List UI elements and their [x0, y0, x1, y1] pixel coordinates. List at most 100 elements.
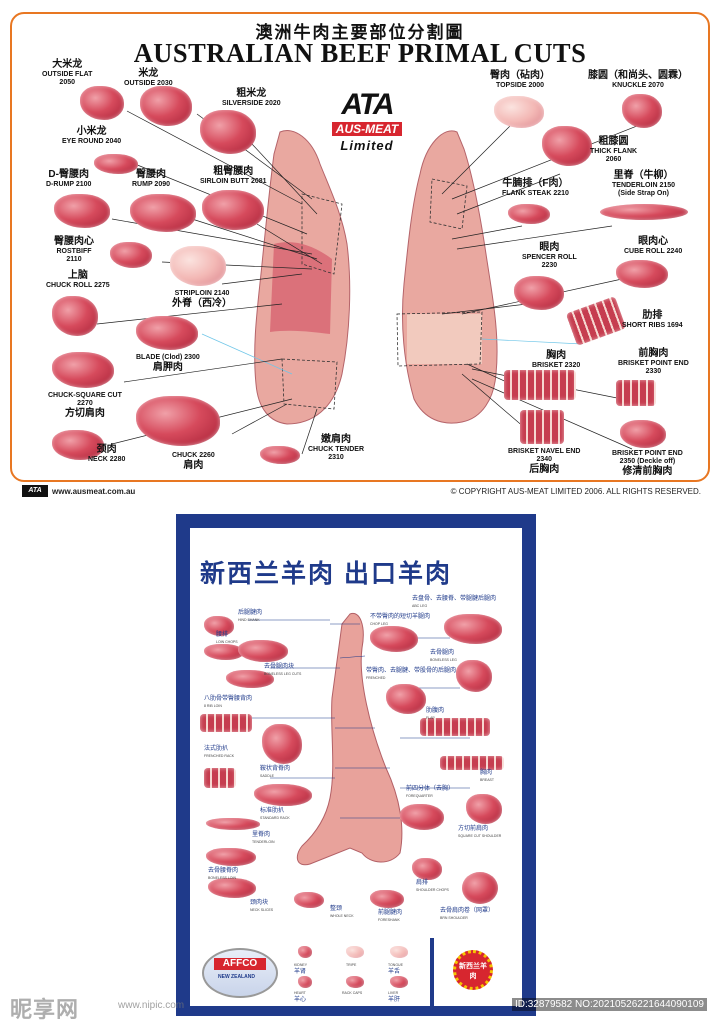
cut-label-topside: 臀肉（砧肉）TOPSIDE 2000 — [490, 70, 550, 89]
cut-image-knuckle — [622, 94, 662, 128]
cut-label-knuckle: 膝圆（和尚头、圆霖）KNUCKLE 2070 — [588, 70, 688, 89]
offal-image-kidney — [298, 946, 312, 958]
cut-image-thick-flank — [542, 126, 592, 166]
footer-url: www.ausmeat.com.au — [52, 487, 136, 496]
cut-image-striploin — [170, 246, 226, 286]
left-carcass — [254, 130, 351, 425]
affco-logo: AFFCO NEW ZEALAND — [202, 948, 278, 998]
cut-image-outside-flat — [80, 86, 124, 120]
lamb-image-frenched-rack — [204, 768, 236, 788]
cut-label-flank-steak: 牛腩排（F肉）FLANK STEAK 2210 — [502, 178, 569, 197]
cut-image-chuck — [136, 396, 220, 446]
lamb-carcass — [296, 612, 403, 866]
lamb-image-brn-shoulder — [462, 872, 498, 904]
lamb-image-boneless-leg-cuts — [238, 640, 288, 662]
lamb-diagram — [248, 612, 470, 866]
cut-image-topside — [494, 96, 544, 128]
cut-image-chuck-square — [52, 352, 114, 388]
cut-image-chuck-roll — [52, 296, 98, 336]
lamb-image-frenched-leg — [386, 684, 426, 714]
lamb-image-abc-leg — [444, 614, 502, 644]
cut-image-chuck-tender — [260, 446, 300, 464]
cut-image-eye-round — [94, 154, 138, 174]
lamb-image-8-rib — [200, 714, 252, 732]
cut-image-neck — [52, 430, 104, 460]
ausmeat-logo-name: AUS-MEAT — [331, 122, 403, 136]
offal-image-heart — [298, 976, 312, 988]
cut-image-flank-steak — [508, 204, 550, 224]
nz-lamb-badge: 新西兰羊肉 — [453, 950, 493, 990]
ausmeat-logo: ATA AUS-MEAT Limited — [317, 90, 417, 160]
lamb-image-forequarter — [400, 804, 444, 830]
beef-title-cn: 澳洲牛肉主要部位分割圖 — [255, 23, 465, 42]
lamb-image-whole-neck — [294, 892, 324, 908]
lamb-image-flap — [420, 718, 490, 736]
lamb-image-shoulder-chops — [412, 858, 442, 880]
watermark-id: ID:32879582 NO:20210526221644090109 — [511, 998, 707, 1011]
watermark-brand: 昵享网 — [10, 997, 80, 1022]
cut-image-spencer-roll — [514, 276, 564, 310]
cut-image-brisket-navel-end — [520, 410, 564, 444]
cut-image-d-rump — [54, 194, 110, 228]
cut-image-rump — [130, 194, 196, 232]
lamb-image-boneless-leg — [456, 660, 492, 692]
lamb-poster-body: 新西兰羊肉 出口羊肉 — [190, 528, 522, 942]
lamb-image-loin-chops — [204, 644, 244, 660]
cut-image-brisket-point-end — [616, 380, 656, 406]
lamb-image-saddle — [262, 724, 302, 764]
cut-label-tenderloin: 里脊（牛柳）TENDERLOIN 2150(Side Strap On) — [612, 170, 676, 197]
offal-image-tripe — [346, 946, 364, 958]
ausmeat-logo-mark: ATA — [341, 88, 394, 121]
affco-logo-sub: NEW ZEALAND — [218, 974, 255, 980]
offal-image-liver — [390, 976, 408, 988]
lamb-image-square-cut-shoulder — [466, 794, 502, 824]
lamb-label-brn-shoulder: 去骨肩肉卷（网罩）BRN SHOULDER — [440, 908, 495, 920]
beef-poster: 澳洲牛肉主要部位分割圖 AUSTRALIAN BEEF PRIMAL CUTS … — [10, 12, 710, 482]
lamb-image-boneless-loin — [206, 848, 256, 866]
lamb-image-8-rib-loin — [226, 670, 274, 688]
offal-image-rack-caps — [346, 976, 364, 988]
cut-image-brisket-deckle-off — [620, 420, 666, 448]
lamb-image-neck-slices — [208, 878, 256, 898]
offal-label-rack-caps: RACK CAPS — [342, 991, 363, 995]
watermark-url: www.nipic.com — [118, 1000, 185, 1011]
cut-image-tenderloin — [600, 204, 688, 220]
lamb-image-tenderloin — [206, 818, 260, 830]
lamb-image-standard-rack — [254, 784, 312, 806]
cut-image-brisket — [504, 370, 576, 400]
